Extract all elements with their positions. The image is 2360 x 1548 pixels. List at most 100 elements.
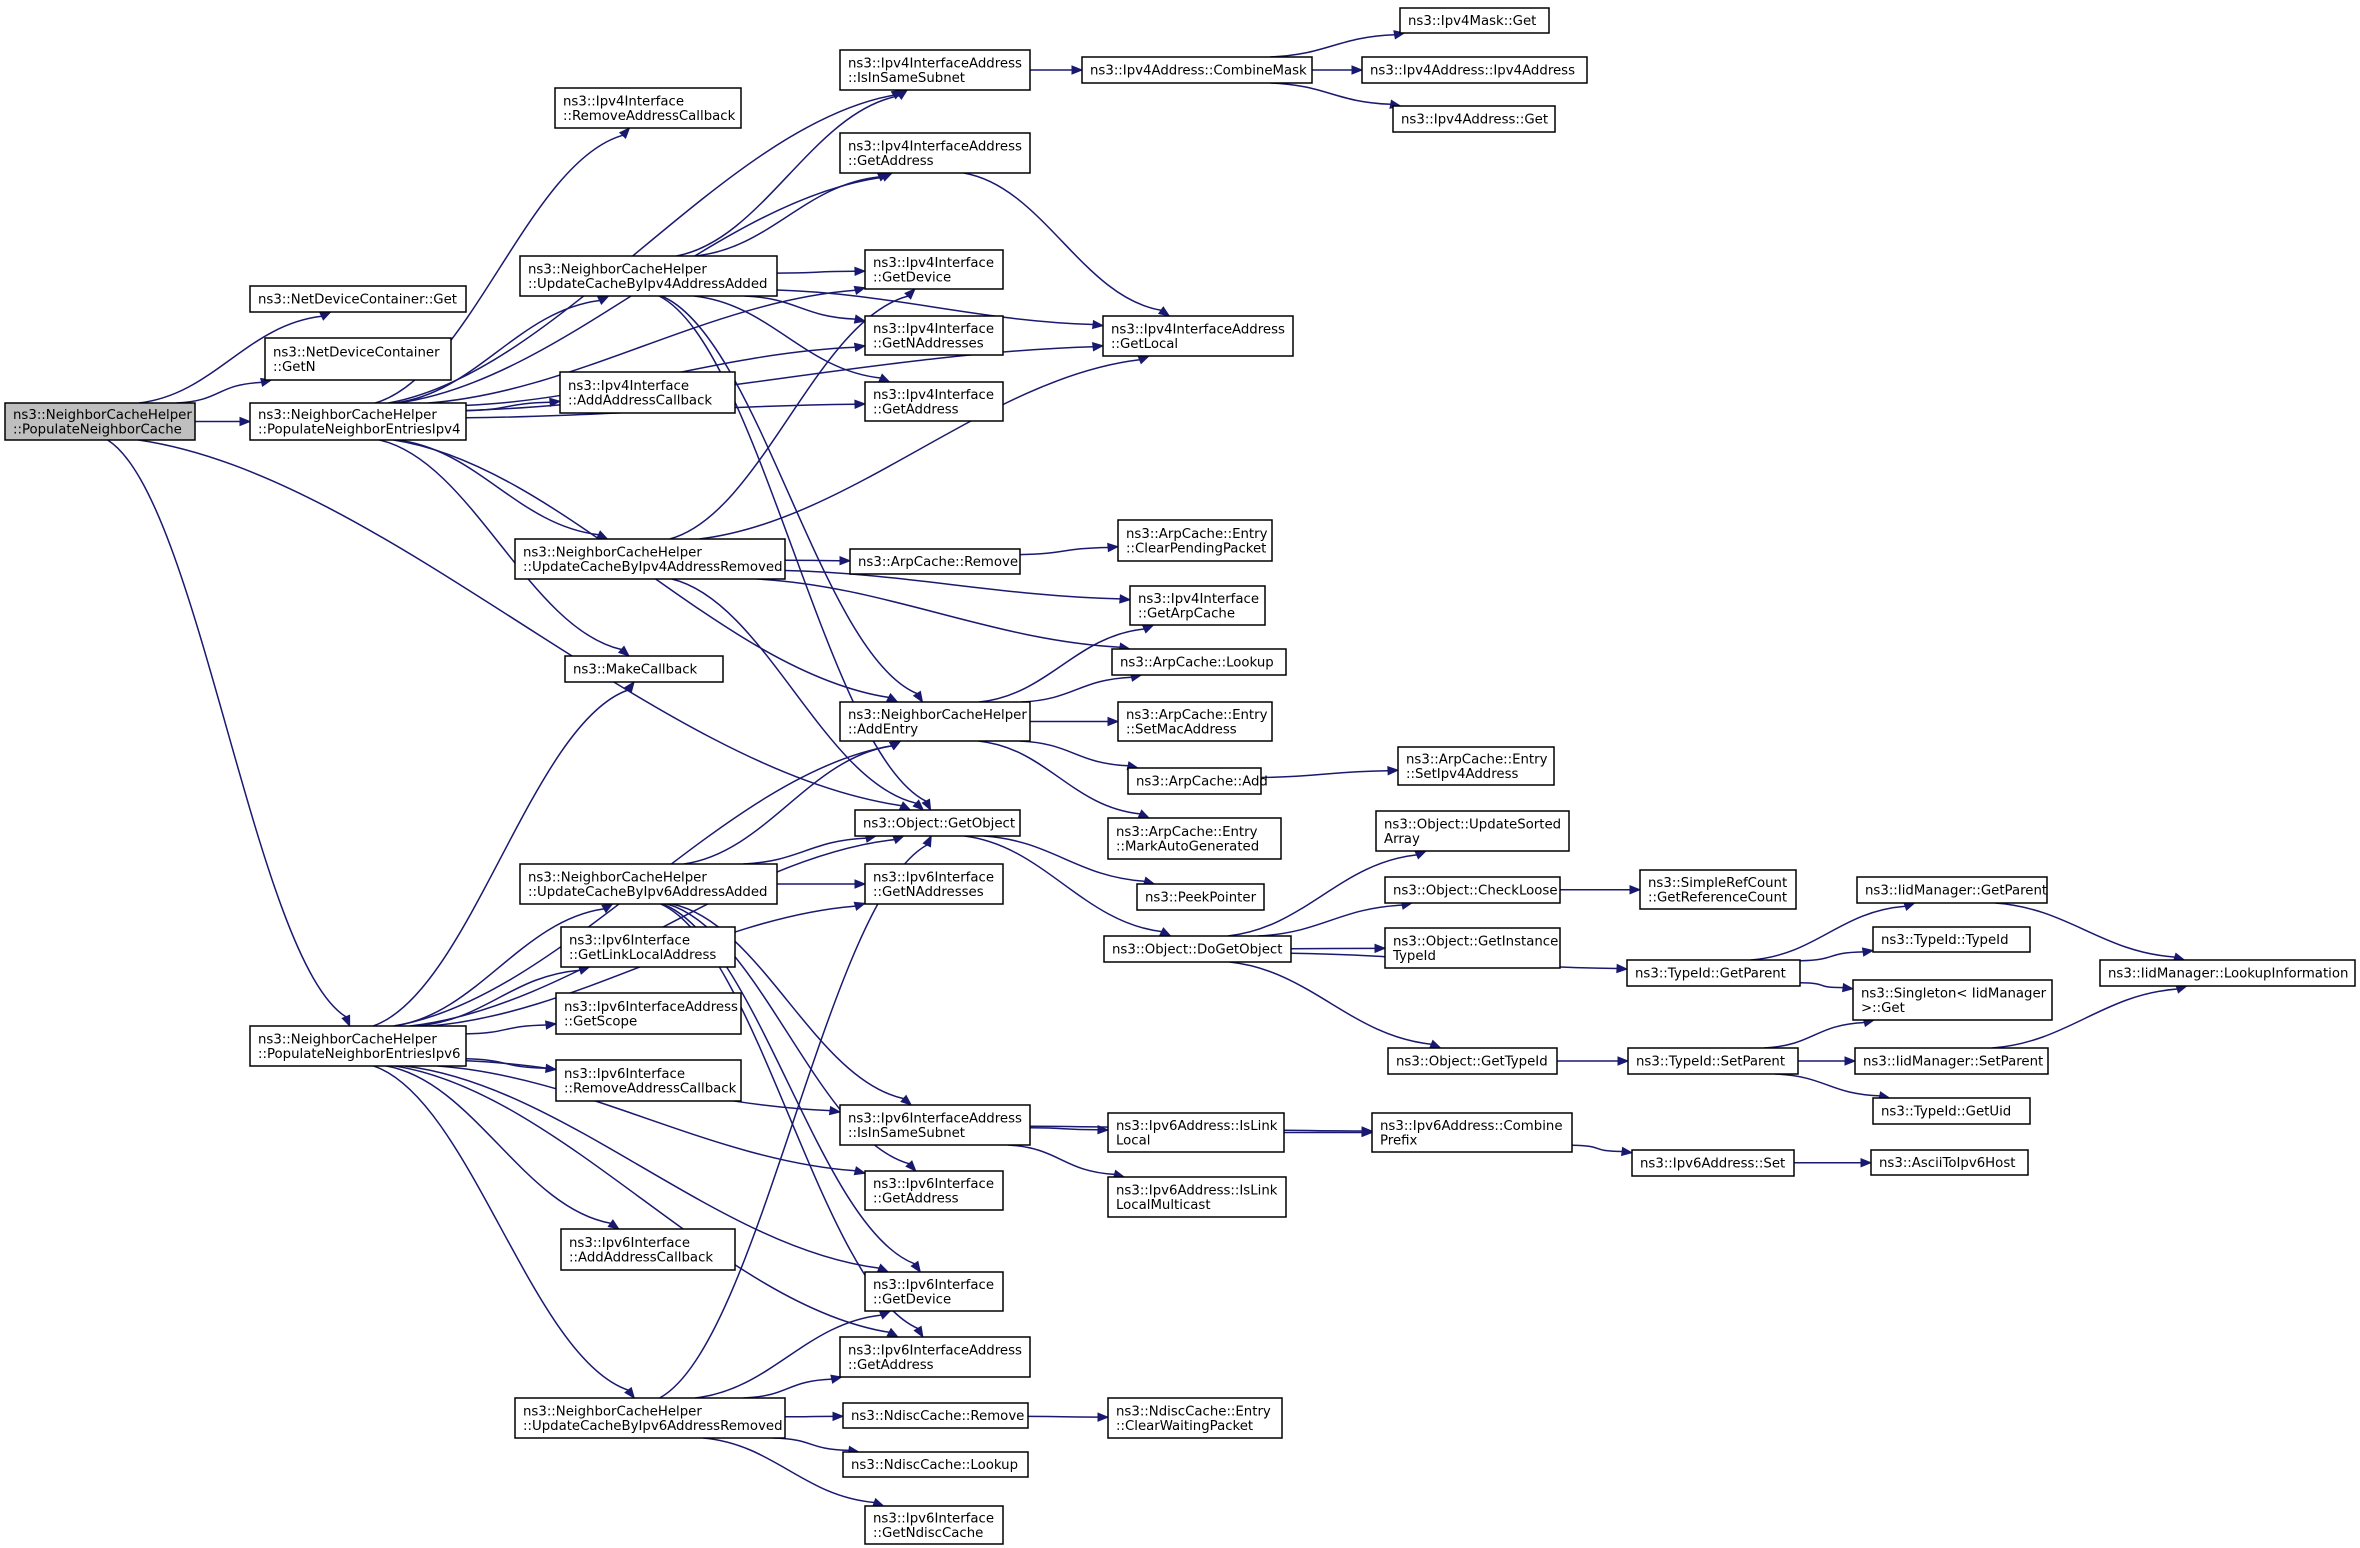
function-node-tid_setparent[interactable]: ns3::TypeId::SetParent: [1627, 1047, 1799, 1075]
function-node-iid_getparent[interactable]: ns3::IidManager::GetParent: [1856, 876, 2048, 904]
call-edge-upd4add-to-ip4if_getdev: [776, 266, 867, 277]
call-edge-tid_setparent-to-singleton_get: [1763, 1018, 1876, 1049]
node-box: [249, 285, 467, 313]
function-node-ndisc_remove[interactable]: ns3::NdiscCache::Remove: [842, 1402, 1029, 1429]
function-node-upd6rem[interactable]: ns3::NeighborCacheHelper::UpdateCacheByI…: [514, 1397, 786, 1439]
function-node-obj_dogetobj[interactable]: ns3::Object::DoGetObject: [1103, 935, 1292, 963]
function-node-pop4[interactable]: ns3::NeighborCacheHelper::PopulateNeighb…: [249, 402, 467, 441]
function-node-arp_add[interactable]: ns3::ArpCache::Add: [1127, 767, 1268, 795]
function-node-root[interactable]: ns3::NeighborCacheHelper::PopulateNeighb…: [4, 402, 196, 441]
function-node-ip4if_remcb[interactable]: ns3::Ipv4Interface::RemoveAddressCallbac…: [554, 87, 742, 129]
node-box: [249, 1025, 467, 1067]
function-node-ndc_get[interactable]: ns3::NetDeviceContainer::Get: [249, 285, 467, 313]
node-label-line: ns3::ArpCache::Lookup: [1120, 656, 1274, 671]
arrowhead: [854, 266, 867, 277]
function-node-ndc_getn[interactable]: ns3::NetDeviceContainer::GetN: [264, 337, 452, 381]
arrowhead: [1629, 884, 1642, 895]
function-node-ip6ia_subnet[interactable]: ns3::Ipv6InterfaceAddress::IsInSameSubne…: [839, 1104, 1031, 1146]
function-node-ip6if_getaddr[interactable]: ns3::Ipv6Interface::GetAddress: [864, 1170, 1004, 1211]
function-node-ip4if_getn[interactable]: ns3::Ipv4Interface::GetNAddresses: [864, 315, 1004, 356]
node-label-line: ns3::Ipv4InterfaceAddress: [848, 139, 1022, 154]
function-node-ndisc_lookup[interactable]: ns3::NdiscCache::Lookup: [842, 1451, 1029, 1478]
function-node-pop6[interactable]: ns3::NeighborCacheHelper::PopulateNeighb…: [249, 1025, 467, 1067]
function-node-addentry[interactable]: ns3::NeighborCacheHelper::AddEntry: [839, 701, 1031, 742]
function-node-tid_ctor[interactable]: ns3::TypeId::TypeId: [1872, 926, 2031, 953]
arrowhead: [1137, 809, 1151, 819]
function-node-ip6ia_getaddr[interactable]: ns3::Ipv6InterfaceAddress::GetAddress: [839, 1336, 1031, 1378]
function-node-peekptr[interactable]: ns3::PeekPointer: [1136, 883, 1265, 911]
function-node-iid_lookup[interactable]: ns3::IidManager::LookupInformation: [2099, 959, 2356, 987]
arrowhead: [828, 1105, 842, 1116]
function-node-src_getref[interactable]: ns3::SimpleRefCount::GetReferenceCount: [1639, 869, 1797, 910]
arrowhead: [1387, 765, 1400, 776]
function-node-tid_getuid[interactable]: ns3::TypeId::GetUid: [1872, 1097, 2031, 1125]
function-node-ip4ia_getlocal[interactable]: ns3::Ipv4InterfaceAddress::GetLocal: [1102, 315, 1294, 357]
function-node-ip4a_combine[interactable]: ns3::Ipv4Address::CombineMask: [1081, 56, 1313, 84]
function-node-ip4if_getdev[interactable]: ns3::Ipv4Interface::GetDevice: [864, 249, 1004, 290]
function-node-ip6if_getll[interactable]: ns3::Ipv6Interface::GetLinkLocalAddress: [560, 926, 736, 968]
function-node-obj_gettypeid[interactable]: ns3::Object::GetTypeId: [1387, 1047, 1558, 1075]
node-box: [4, 402, 196, 441]
function-node-makecb[interactable]: ns3::MakeCallback: [564, 655, 724, 683]
function-node-ip4ia_getaddr[interactable]: ns3::Ipv4InterfaceAddress::GetAddress: [839, 132, 1031, 174]
call-edge-addentry-to-arp_lookup: [1021, 672, 1143, 703]
function-node-ip4ia_subnet[interactable]: ns3::Ipv4InterfaceAddress::IsInSameSubne…: [839, 49, 1031, 91]
function-node-ndisce_clearwait[interactable]: ns3::NdiscCache::Entry::ClearWaitingPack…: [1107, 1397, 1283, 1439]
function-node-ip6ia_scope[interactable]: ns3::Ipv6InterfaceAddress::GetScope: [555, 992, 742, 1035]
arrowhead: [1159, 927, 1172, 937]
function-node-upd4add[interactable]: ns3::NeighborCacheHelper::UpdateCacheByI…: [519, 255, 778, 297]
function-node-ip4mask_get[interactable]: ns3::Ipv4Mask::Get: [1399, 7, 1550, 34]
function-node-arpe_setmac[interactable]: ns3::ArpCache::Entry::SetMacAddress: [1117, 701, 1273, 742]
function-node-ip4a_ctor[interactable]: ns3::Ipv4Address::Ipv4Address: [1361, 56, 1588, 84]
call-edge-obj_gettypeid-to-tid_setparent: [1556, 1056, 1630, 1066]
function-node-tid_getparent[interactable]: ns3::TypeId::GetParent: [1626, 959, 1801, 987]
call-edge-pop4-to-ip4if_remcb: [374, 127, 631, 404]
node-box: [1081, 56, 1313, 84]
arrowhead: [830, 1374, 843, 1384]
function-node-ip6if_getdev[interactable]: ns3::Ipv6Interface::GetDevice: [864, 1271, 1004, 1312]
arrowhead: [607, 1219, 620, 1230]
function-node-arp_lookup[interactable]: ns3::ArpCache::Lookup: [1111, 648, 1287, 676]
node-label-line: ::RemoveAddressCallback: [563, 109, 736, 124]
node-label-line: ::GetDevice: [873, 1292, 951, 1307]
function-node-ip6a_set[interactable]: ns3::Ipv6Address::Set: [1631, 1149, 1795, 1177]
function-node-ip4if_getarp[interactable]: ns3::Ipv4Interface::GetArpCache: [1129, 585, 1266, 626]
function-node-singleton_get[interactable]: ns3::Singleton< IidManager >::Get: [1852, 979, 2053, 1021]
function-node-arpe_markauto[interactable]: ns3::ArpCache::Entry::MarkAutoGenerated: [1107, 817, 1282, 860]
function-node-ip4if_addcb[interactable]: ns3::Ipv4Interface::AddAddressCallback: [559, 371, 736, 414]
node-label-line: ns3::TypeId::GetUid: [1881, 1105, 2011, 1120]
node-box: [839, 1104, 1031, 1146]
node-label-line: ns3::Ipv6Address::Combine: [1380, 1119, 1563, 1134]
call-edge-ip4a_combine-to-ip4a_ctor: [1312, 65, 1364, 75]
function-node-arpe_clearpend[interactable]: ns3::ArpCache::Entry::ClearPendingPacket: [1117, 519, 1273, 562]
arrowhead: [1119, 594, 1132, 604]
arrowhead: [854, 879, 867, 889]
function-node-upd6add[interactable]: ns3::NeighborCacheHelper::UpdateCacheByI…: [519, 863, 778, 905]
function-node-iid_setparent[interactable]: ns3::IidManager::SetParent: [1854, 1047, 2049, 1075]
arrowhead: [1107, 542, 1120, 553]
call-edge-upd4add-to-ip4if_getn: [744, 295, 867, 324]
function-node-ip6if_addcb[interactable]: ns3::Ipv6Interface::AddAddressCallback: [560, 1228, 736, 1271]
function-node-ip6if_getn[interactable]: ns3::Ipv6Interface::GetNAddresses: [864, 863, 1004, 905]
call-edge-addentry-to-arp_add: [1019, 740, 1140, 771]
function-node-ip4if_getaddr[interactable]: ns3::Ipv4Interface::GetAddress: [864, 381, 1004, 422]
function-node-obj_getobj[interactable]: ns3::Object::GetObject: [854, 809, 1021, 837]
function-node-asciitoip6[interactable]: ns3::AsciiToIpv6Host: [1870, 1149, 2029, 1176]
arrowhead: [853, 314, 867, 324]
function-node-ip4a_get[interactable]: ns3::Ipv4Address::Get: [1392, 105, 1556, 133]
function-node-arpe_setip4[interactable]: ns3::ArpCache::Entry::SetIpv4Address: [1397, 746, 1555, 786]
function-node-arp_remove[interactable]: ns3::ArpCache::Remove: [849, 548, 1021, 575]
function-node-upd4rem[interactable]: ns3::NeighborCacheHelper::UpdateCacheByI…: [514, 538, 786, 580]
call-edge-ip4a_combine-to-ip4mask_get: [1269, 30, 1406, 58]
arrowhead: [1414, 850, 1428, 860]
function-node-obj_checkloose[interactable]: ns3::Object::CheckLoose: [1384, 876, 1561, 904]
node-label-line: ns3::Singleton< IidManager: [1861, 986, 2047, 1001]
function-node-ip6if_getndisc[interactable]: ns3::Ipv6Interface::GetNdiscCache: [864, 1505, 1004, 1545]
arrowhead: [1157, 306, 1171, 317]
function-node-ip6if_remcb[interactable]: ns3::Ipv6Interface::RemoveAddressCallbac…: [555, 1059, 742, 1102]
